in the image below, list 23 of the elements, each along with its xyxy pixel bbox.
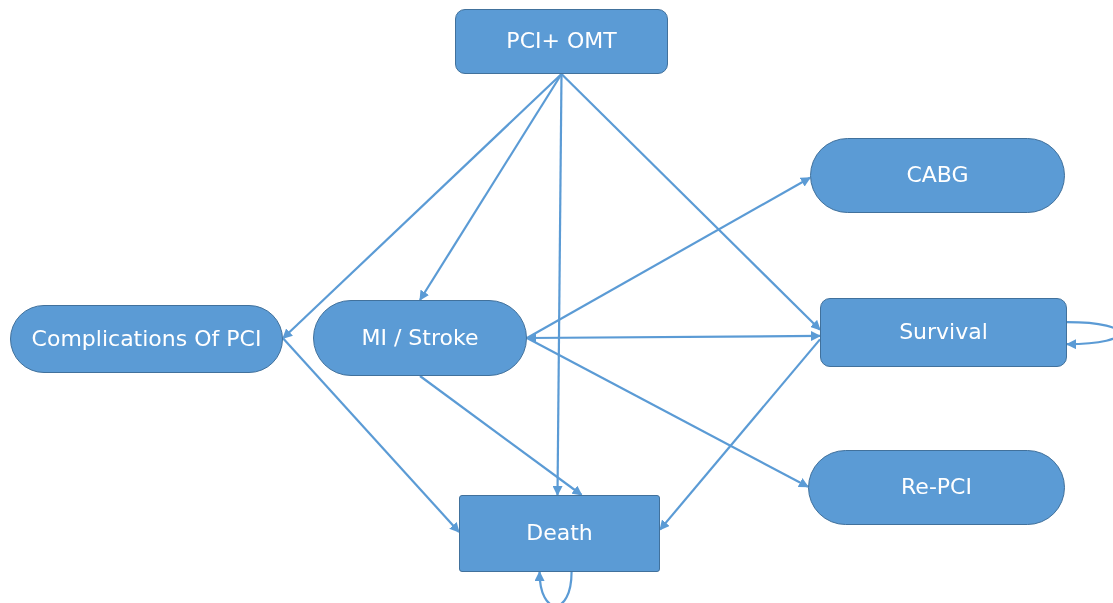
arrow (419, 73, 563, 301)
node-label: Survival (899, 319, 988, 346)
arrow (560, 73, 821, 331)
arrow (535, 571, 573, 603)
arrow (659, 338, 821, 531)
node-label: Re-PCI (901, 474, 972, 501)
process-box (820, 298, 1067, 367)
node-label: Death (526, 520, 593, 547)
arrow (419, 375, 583, 496)
arrow (526, 337, 809, 488)
arrow (526, 331, 821, 343)
arrow (1066, 321, 1113, 349)
process-box (455, 9, 668, 74)
node-label: CABG (906, 162, 969, 189)
process-box (459, 495, 660, 572)
arrow (282, 73, 563, 340)
arrow (282, 337, 460, 533)
node-label: Complications Of PCI (31, 325, 262, 353)
arrow (552, 74, 563, 496)
node-label: MI / Stroke (361, 324, 479, 352)
arrow (526, 176, 811, 339)
node-label: PCI+ OMT (506, 28, 617, 55)
terminal-pill (313, 300, 527, 376)
